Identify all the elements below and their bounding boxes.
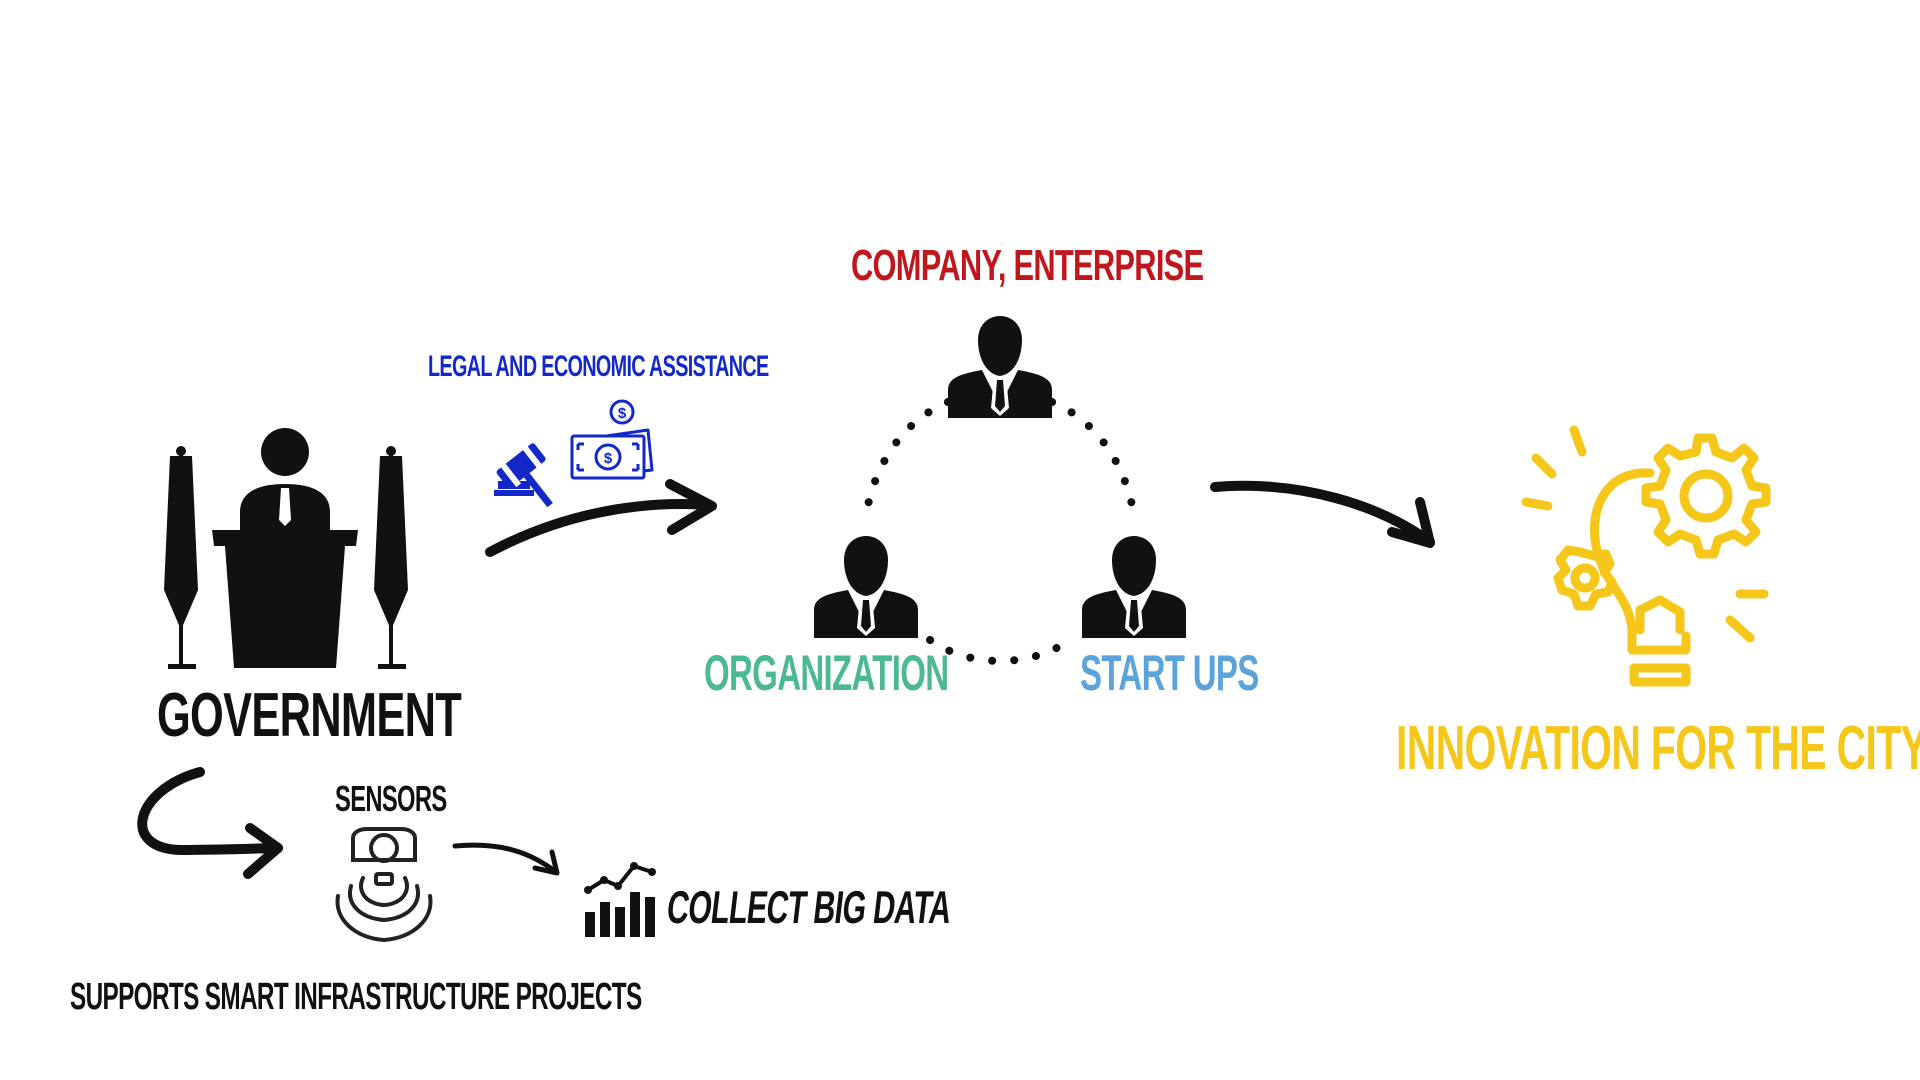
company-enterprise-label: COMPANY, ENTERPRISE [851, 241, 1204, 290]
gavel-icon [494, 443, 553, 508]
collaboration-dotted-circle [864, 398, 1136, 665]
legal-economic-assistance-label: LEGAL AND ECONOMIC ASSISTANCE [428, 350, 769, 383]
government-label: GOVERNMENT [157, 681, 462, 750]
speaker-podium-icon [164, 428, 408, 669]
sensor-icon [335, 827, 433, 943]
arrow-company-to-innovation [1210, 480, 1435, 548]
arrow-gov-to-sensors [137, 767, 283, 879]
arrow-sensors-to-data [452, 842, 560, 876]
arrow-gov-to-company [485, 479, 717, 557]
startups-label: START UPS [1080, 645, 1259, 701]
svg-text:$: $ [618, 405, 627, 422]
sensors-label: SENSORS [335, 778, 447, 819]
person-organization-icon [814, 536, 918, 638]
supports-infrastructure-label: SUPPORTS SMART INFRASTRUCTURE PROJECTS [70, 976, 642, 1018]
collect-big-data-label: COLLECT BIG DATA [664, 881, 954, 933]
person-startups-icon [1082, 536, 1186, 638]
svg-text:$: $ [604, 450, 613, 467]
money-icon: $ $ [570, 399, 654, 480]
organization-label: ORGANIZATION [704, 645, 949, 701]
person-company-icon [948, 316, 1052, 418]
bar-chart-icon [584, 862, 656, 937]
lightbulb-gears-icon [1521, 425, 1771, 687]
innovation-for-city-label: INNOVATION FOR THE CITY [1396, 714, 1920, 783]
